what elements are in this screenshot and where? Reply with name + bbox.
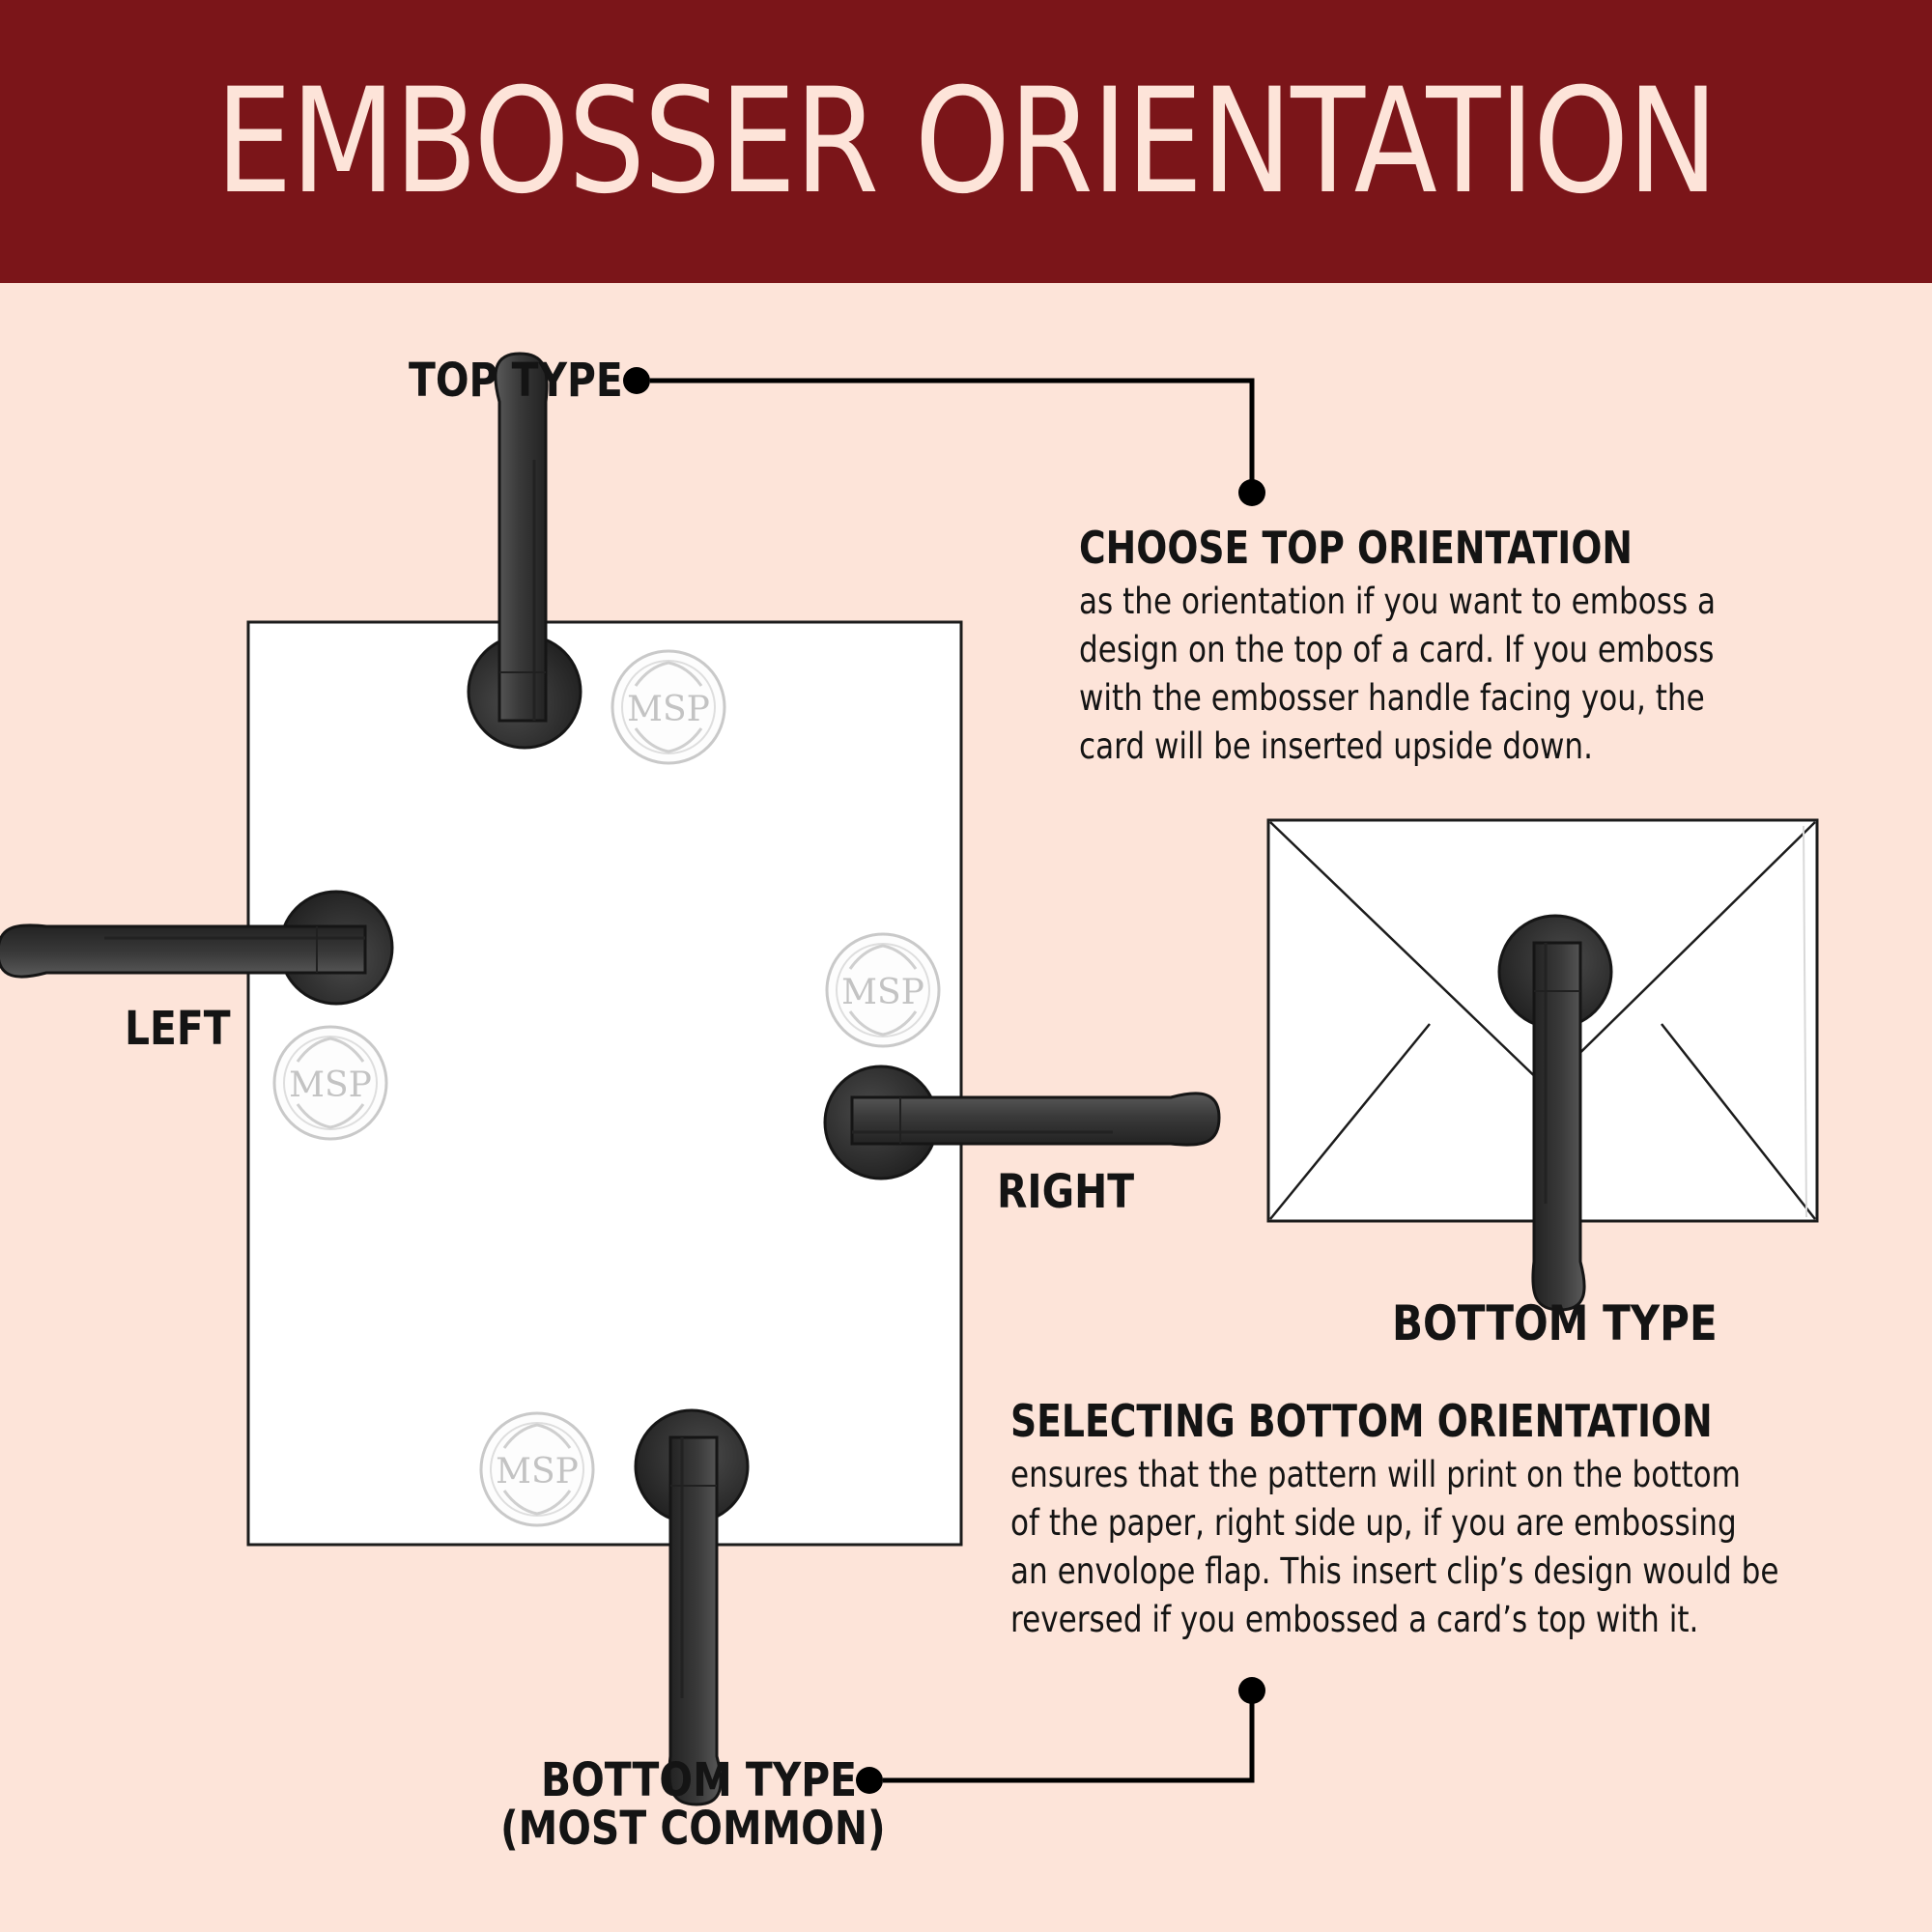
bottom-leader-line [856, 1677, 1265, 1794]
top-callout-heading: CHOOSE TOP ORIENTATION [1079, 522, 1633, 574]
seal-top: MSP [611, 649, 726, 765]
seal-left: MSP [272, 1025, 388, 1141]
top-leader-line [623, 367, 1265, 506]
embosser-bottom [634, 1408, 750, 1806]
embosser-left [0, 890, 394, 1006]
label-right: RIGHT [997, 1165, 1135, 1219]
svg-text:MSP: MSP [841, 973, 924, 1012]
svg-text:MSP: MSP [496, 1452, 579, 1492]
top-callout-line: as the orientation if you want to emboss… [1079, 581, 1717, 622]
label-top-type: TOP TYPE [409, 354, 623, 408]
page-title: EMBOSSER ORIENTATION [214, 57, 1719, 226]
top-callout-line: design on the top of a card. If you embo… [1079, 629, 1715, 670]
svg-text:MSP: MSP [627, 690, 710, 729]
svg-text:MSP: MSP [289, 1065, 372, 1105]
label-bottom-type-envelope: BOTTOM TYPE [1392, 1295, 1718, 1351]
label-most-common: (MOST COMMON) [500, 1802, 886, 1856]
label-left: LEFT [125, 1002, 231, 1056]
seal-right: MSP [825, 932, 941, 1048]
bottom-callout-line: an envolope flap. This insert clip’s des… [1010, 1550, 1779, 1592]
top-callout-body: as the orientation if you want to emboss… [1079, 578, 1716, 771]
top-callout-line: card will be inserted upside down. [1079, 725, 1593, 767]
bottom-callout-line: reversed if you embossed a card’s top wi… [1010, 1599, 1699, 1640]
seal-bottom: MSP [479, 1411, 595, 1527]
label-bottom-type-common: BOTTOM TYPE [541, 1753, 858, 1807]
bottom-callout-line: ensures that the pattern will print on t… [1010, 1454, 1741, 1495]
embosser-top [467, 352, 582, 750]
bottom-callout-heading: SELECTING BOTTOM ORIENTATION [1010, 1395, 1713, 1447]
title-banner: EMBOSSER ORIENTATION [0, 0, 1932, 283]
top-callout-line: with the embosser handle facing you, the [1079, 677, 1705, 719]
bottom-callout-body: ensures that the pattern will print on t… [1010, 1451, 1778, 1644]
bottom-callout-line: of the paper, right side up, if you are … [1010, 1502, 1737, 1544]
embosser-right [823, 1065, 1221, 1180]
